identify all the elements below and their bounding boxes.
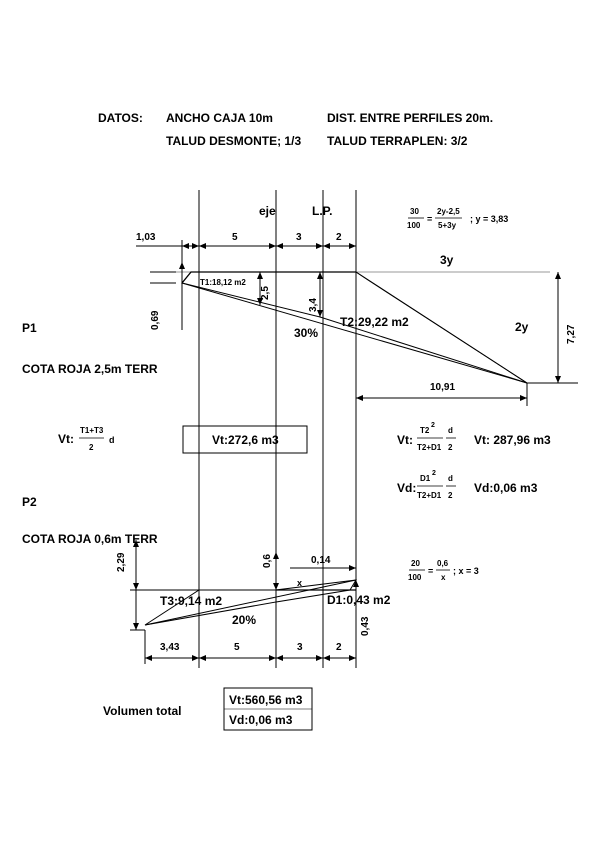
svg-text:2: 2	[448, 443, 453, 452]
dim-014: 0,14	[311, 555, 331, 566]
bottom-dim-5: 5	[234, 642, 240, 653]
dim-06: 0,6	[262, 554, 273, 568]
bottom-dim-2: 2	[336, 642, 342, 653]
svg-text:T2+D1: T2+D1	[417, 443, 442, 452]
svg-text:2: 2	[432, 470, 436, 477]
vt-pyramid-formula: Vt: T2 2 T2+D1 d 2	[397, 422, 456, 452]
terrain-line-p2	[144, 579, 357, 626]
dim-34: 3,4	[308, 298, 319, 312]
svg-text:d: d	[448, 426, 453, 435]
total-vd: Vd:0,06 m3	[229, 713, 293, 727]
ancho-caja: ANCHO CAJA 10m	[166, 111, 273, 125]
dim-25: 2,5	[260, 286, 271, 300]
slope-30: 30%	[294, 326, 318, 340]
eq1-den: 100	[407, 221, 421, 230]
bottom-dim-3: 3	[297, 642, 303, 653]
label-3y: 3y	[440, 253, 454, 267]
svg-text:Vt:: Vt:	[58, 432, 74, 446]
top-dim-103: 1,03	[136, 232, 156, 243]
p2-title: P2	[22, 495, 37, 509]
svg-text:Vd:: Vd:	[397, 481, 416, 495]
t3-label: T3:9,14 m2	[160, 594, 222, 608]
svg-text:2: 2	[448, 491, 453, 500]
svg-text:0,6: 0,6	[437, 559, 449, 568]
dim-069: 0,69	[150, 310, 161, 330]
vd-result: Vd:0,06 m3	[474, 481, 538, 495]
eq1-eq: =	[427, 214, 432, 224]
p1-title: P1	[22, 321, 37, 335]
svg-text:d: d	[448, 474, 453, 483]
slope-20: 20%	[232, 613, 256, 627]
t1-label: T1:18,12 m2	[200, 278, 246, 287]
top-dim-5: 5	[232, 232, 238, 243]
dist-perfiles: DIST. ENTRE PERFILES 20m.	[327, 111, 493, 125]
bottom-dimension-line	[144, 630, 356, 664]
lp-label: L.P.	[312, 204, 332, 218]
p1-cota: COTA ROJA 2,5m TERR	[22, 362, 158, 376]
t2-label: T2:29,22 m2	[340, 315, 409, 329]
svg-text:T1+T3: T1+T3	[80, 426, 104, 435]
svg-text:100: 100	[408, 573, 422, 582]
vt2-result: Vt: 287,96 m3	[474, 433, 551, 447]
vt-result-box	[182, 425, 308, 454]
vt-result: Vt:272,6 m3	[212, 433, 279, 447]
d1-label: D1:0,43 m2	[327, 593, 391, 607]
eq1-rnum: 2y-2,5	[437, 207, 460, 216]
svg-text:d: d	[109, 435, 115, 445]
bottom-dim-343: 3,43	[160, 642, 180, 653]
dim-043: 0,43	[360, 616, 371, 636]
dim-727: 7,27	[566, 324, 577, 344]
dim-1091: 10,91	[430, 382, 455, 393]
svg-text:x: x	[441, 573, 446, 582]
talud-desmonte: TALUD DESMONTE; 1/3	[166, 134, 301, 148]
datos-label: DATOS:	[98, 111, 143, 125]
eq1-result: ; y = 3,83	[470, 214, 508, 224]
top-dim-3: 3	[296, 232, 302, 243]
label-x: x	[297, 578, 302, 588]
svg-text:T2: T2	[420, 426, 430, 435]
svg-text:2: 2	[89, 443, 94, 452]
total-vt: Vt:560,56 m3	[229, 693, 303, 707]
top-dim-2: 2	[336, 232, 342, 243]
svg-text:20: 20	[411, 559, 420, 568]
svg-text:=: =	[428, 566, 433, 576]
label-2y: 2y	[515, 320, 529, 334]
volumen-total-label: Volumen total	[103, 704, 181, 718]
equation-y: 30 100 = 2y-2,5 5+3y ; y = 3,83	[407, 207, 508, 230]
svg-text:2: 2	[431, 422, 435, 429]
svg-text:Vt:: Vt:	[397, 433, 413, 447]
svg-text:D1: D1	[420, 474, 431, 483]
vt-average-formula: Vt: T1+T3 2 d	[58, 426, 115, 452]
embankment-slope	[355, 271, 528, 384]
eq1-num: 30	[410, 207, 419, 216]
terrain-line-p1	[181, 282, 528, 384]
svg-text:T2+D1: T2+D1	[417, 491, 442, 500]
top-dimension-line	[136, 240, 356, 276]
eq1-rden: 5+3y	[438, 221, 457, 230]
eje-label: eje	[259, 204, 276, 218]
svg-text:; x = 3: ; x = 3	[453, 566, 479, 576]
p2-cota: COTA ROJA 0,6m TERR	[22, 532, 158, 546]
talud-terraplen: TALUD TERRAPLEN: 3/2	[327, 134, 468, 148]
equation-x: 20 100 = 0,6 x ; x = 3	[408, 559, 479, 582]
dim-229: 2,29	[116, 552, 127, 572]
vd-formula: Vd: D1 2 T2+D1 d 2	[397, 470, 456, 500]
